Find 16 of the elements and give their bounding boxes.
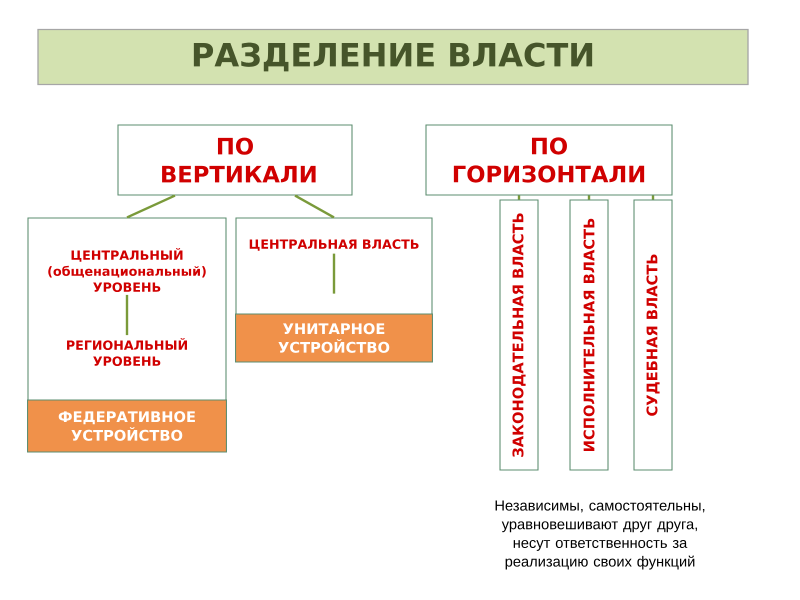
connector-line — [518, 196, 520, 200]
branch-strip: СУДЕБНАЯ ВЛАСТЬ — [633, 199, 673, 471]
heading-box: ПО ГОРИЗОНТАЛИ — [425, 124, 673, 196]
level-text: ЦЕНТРАЛЬНЫЙ (общенациональный) УРОВЕНЬ — [48, 248, 206, 292]
level-text: РЕГИОНАЛЬНЫЙ УРОВЕНЬ — [67, 338, 187, 366]
connector-line — [588, 196, 590, 200]
connector-line — [294, 194, 335, 219]
note-text: Независимы, самостоятельны, уравновешивают друг друга, несут ответственность за реализацию своих функций — [496, 500, 704, 570]
level-text: ЦЕНТРАЛЬНАЯ ВЛАСТЬ — [250, 239, 419, 251]
heading-box: ПО ВЕРТИКАЛИ — [117, 124, 353, 196]
branch-strip: ИСПОЛНИТЕЛЬНАЯ ВЛАСТЬ — [569, 199, 609, 471]
connector-line — [652, 196, 654, 200]
branch-strip: ЗАКОНОДАТЕЛЬНАЯ ВЛАСТЬ — [499, 199, 539, 471]
title-banner: РАЗДЕЛЕНИЕ ВЛАСТИ — [37, 28, 749, 86]
connector-line — [332, 254, 336, 294]
connector-line — [126, 294, 128, 336]
